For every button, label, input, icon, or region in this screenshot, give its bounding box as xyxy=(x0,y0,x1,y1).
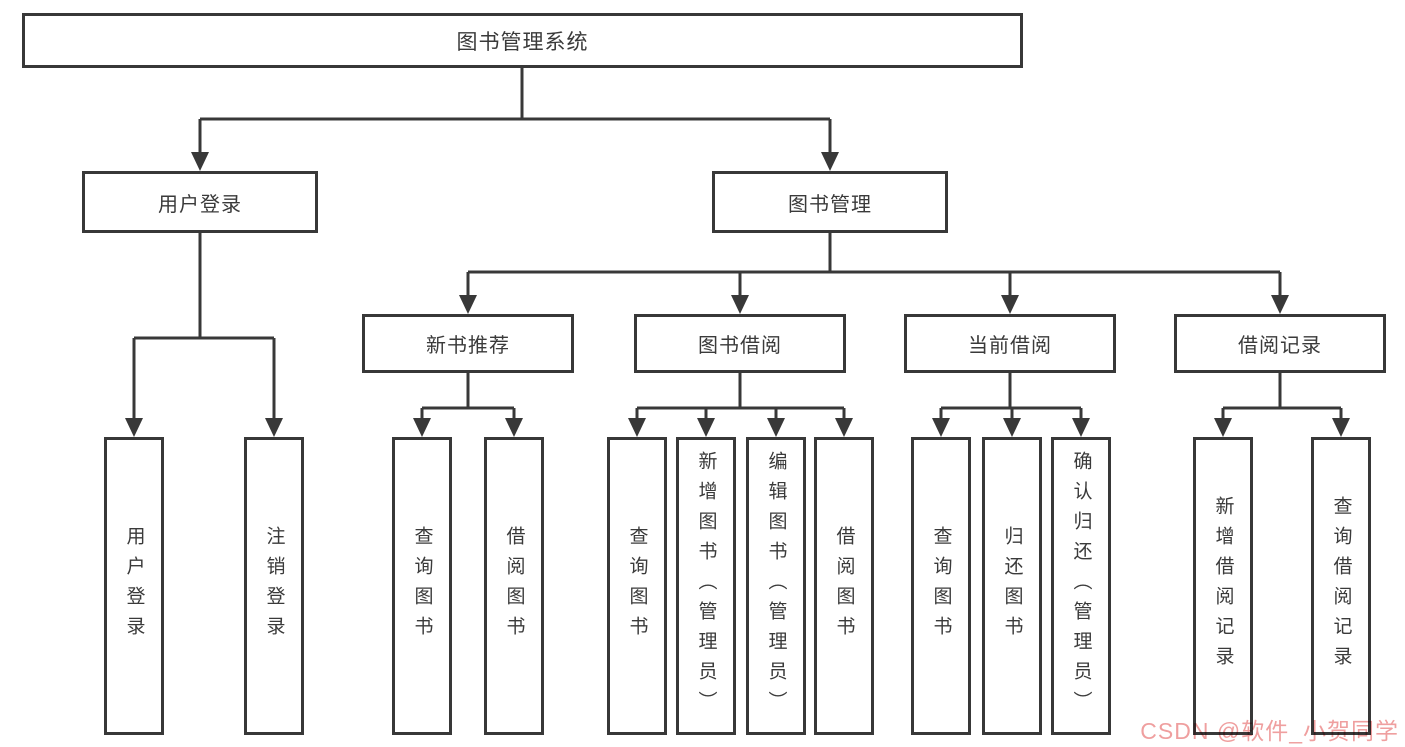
arrowhead xyxy=(1072,418,1090,437)
leaf-return-books: 归还图书 xyxy=(982,437,1042,735)
arrowhead xyxy=(125,418,143,437)
leaf-edit-books-admin: 编辑图书（管理员） xyxy=(746,437,806,735)
leaf-label: 注销登录 xyxy=(263,526,285,646)
leaf-add-books-admin: 新增图书（管理员） xyxy=(676,437,736,735)
node-current-borrowing: 当前借阅 xyxy=(904,314,1116,373)
leaf-label: 用户登录 xyxy=(123,526,145,646)
arrowhead xyxy=(932,418,950,437)
arrowhead xyxy=(821,152,839,171)
arrowhead xyxy=(1271,295,1289,314)
node-user-login: 用户登录 xyxy=(82,171,318,233)
arrowhead xyxy=(191,152,209,171)
leaf-borrow-books: 借阅图书 xyxy=(814,437,874,735)
arrowhead xyxy=(459,295,477,314)
leaf-label: 新增借阅记录 xyxy=(1212,496,1234,676)
arrowhead xyxy=(413,418,431,437)
node-new-book-recommendation: 新书推荐 xyxy=(362,314,574,373)
arrowhead xyxy=(265,418,283,437)
node-book-borrowing: 图书借阅 xyxy=(634,314,846,373)
leaf-label: 借阅图书 xyxy=(503,526,525,646)
leaf-query-books-borrow: 查询图书 xyxy=(607,437,667,735)
arrowhead xyxy=(505,418,523,437)
arrowhead xyxy=(835,418,853,437)
leaf-label: 查询借阅记录 xyxy=(1330,496,1352,676)
arrowhead xyxy=(628,418,646,437)
leaf-query-books-recommend: 查询图书 xyxy=(392,437,452,735)
leaf-label: 确认归还（管理员） xyxy=(1070,451,1092,721)
leaf-label: 查询图书 xyxy=(930,526,952,646)
arrowhead xyxy=(697,418,715,437)
leaf-logout: 注销登录 xyxy=(244,437,304,735)
leaf-label: 查询图书 xyxy=(626,526,648,646)
leaf-label: 归还图书 xyxy=(1001,526,1023,646)
leaf-query-books-current: 查询图书 xyxy=(911,437,971,735)
arrowhead xyxy=(731,295,749,314)
arrowhead xyxy=(1001,295,1019,314)
leaf-query-borrow-record: 查询借阅记录 xyxy=(1311,437,1371,735)
leaf-confirm-return-admin: 确认归还（管理员） xyxy=(1051,437,1111,735)
leaf-label: 借阅图书 xyxy=(833,526,855,646)
arrowhead xyxy=(1332,418,1350,437)
leaf-label: 新增图书（管理员） xyxy=(695,451,717,721)
leaf-user-login: 用户登录 xyxy=(104,437,164,735)
arrowhead xyxy=(1003,418,1021,437)
node-borrowing-records: 借阅记录 xyxy=(1174,314,1386,373)
arrowhead xyxy=(1214,418,1232,437)
leaf-label: 编辑图书（管理员） xyxy=(765,451,787,721)
node-library-management-system: 图书管理系统 xyxy=(22,13,1023,68)
leaf-borrow-books-recommend: 借阅图书 xyxy=(484,437,544,735)
node-book-management: 图书管理 xyxy=(712,171,948,233)
arrowhead xyxy=(767,418,785,437)
leaf-label: 查询图书 xyxy=(411,526,433,646)
leaf-add-borrow-record: 新增借阅记录 xyxy=(1193,437,1253,735)
